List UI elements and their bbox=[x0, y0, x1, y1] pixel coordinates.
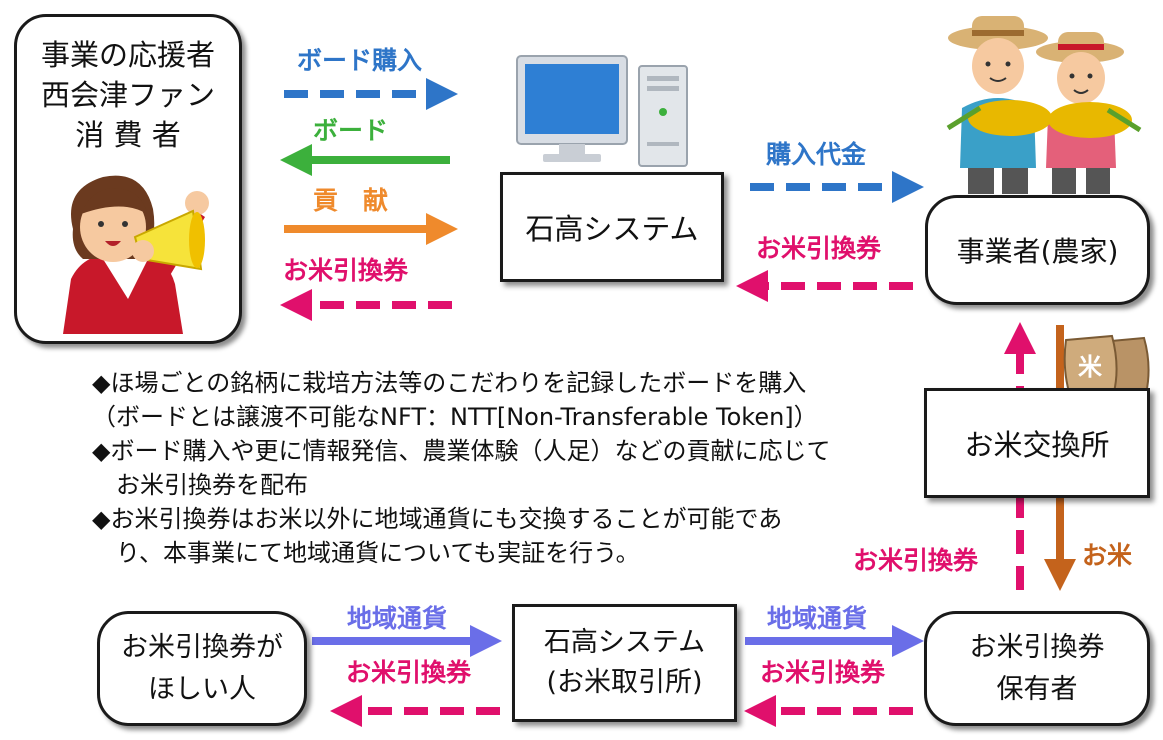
system-top-label: 石高システム bbox=[525, 212, 699, 246]
cheering-person-icon bbox=[63, 175, 209, 334]
farmers-icon bbox=[946, 16, 1142, 194]
farmer-label: 事業者(農家) bbox=[956, 235, 1119, 268]
supporter-box: 事業の応援者 西会津ファン 消 費 者 bbox=[14, 14, 242, 344]
label-voucher-to-supporter: お米引換券 bbox=[283, 256, 409, 285]
note-line: ◆ほ場ごとの銘柄に栽培方法等のこだわりを記録したボードを購入 bbox=[92, 369, 807, 397]
label-rice: お米 bbox=[1082, 541, 1133, 570]
wanter-box: お米引換券が ほしい人 bbox=[97, 611, 307, 726]
system-top-box: 石高システム bbox=[500, 172, 724, 282]
computer-icon bbox=[516, 55, 688, 167]
label-local-currency-left: 地域通貨 bbox=[347, 604, 448, 633]
note-line: ◆ボード購入や更に情報発信、農業体験（人足）などの貢献に応じて bbox=[92, 437, 831, 465]
label-voucher-up: お米引換券 bbox=[853, 546, 979, 575]
label-voucher-bottom-left: お米引換券 bbox=[346, 658, 472, 687]
label-voucher-to-system: お米引換券 bbox=[756, 234, 882, 263]
note-line: （ボードとは譲渡不可能なNFT：NTT[Non-Transferable Tok… bbox=[92, 403, 818, 431]
holder-box: お米引換券 保有者 bbox=[924, 611, 1150, 726]
note-line: お米引換券を配布 bbox=[92, 471, 308, 499]
description-notes: ◆ほ場ごとの銘柄に栽培方法等のこだわりを記録したボードを購入 （ボードとは譲渡不… bbox=[92, 366, 830, 570]
holder-line-2: 保有者 bbox=[996, 673, 1078, 705]
note-line: り、本事業にて地域通貨についても実証を行う。 bbox=[92, 539, 640, 567]
label-local-currency-right: 地域通貨 bbox=[767, 604, 868, 633]
supporter-title: 事業の応援者 西会津ファン 消 費 者 bbox=[40, 38, 215, 152]
note-line: ◆お米引換券はお米以外に地域通貨にも交換することが可能であ bbox=[92, 505, 783, 533]
farmer-box: 事業者(農家) bbox=[925, 195, 1150, 305]
label-contribution: 貢 献 bbox=[313, 186, 389, 215]
label-voucher-bottom-right: お米引換券 bbox=[760, 658, 886, 687]
rice-bag-glyph: 米 bbox=[1078, 353, 1102, 381]
label-board-purchase: ボード購入 bbox=[297, 46, 423, 75]
system-bottom-line-1: 石高システム bbox=[543, 627, 706, 658]
holder-line-1: お米引換券 bbox=[969, 631, 1105, 663]
system-bottom-line-2: (お米取引所) bbox=[546, 667, 703, 698]
system-bottom-box: 石高システム (お米取引所) bbox=[512, 604, 737, 722]
rice-bag-icon: 米 bbox=[1063, 334, 1150, 398]
exchange-label: お米交換所 bbox=[964, 428, 1110, 462]
exchange-box: お米交換所 bbox=[924, 388, 1150, 498]
wanter-line-1: お米引換券が bbox=[121, 631, 283, 663]
wanter-line-2: ほしい人 bbox=[148, 673, 256, 705]
label-board: ボード bbox=[313, 116, 389, 145]
label-purchase-money: 購入代金 bbox=[766, 140, 867, 169]
